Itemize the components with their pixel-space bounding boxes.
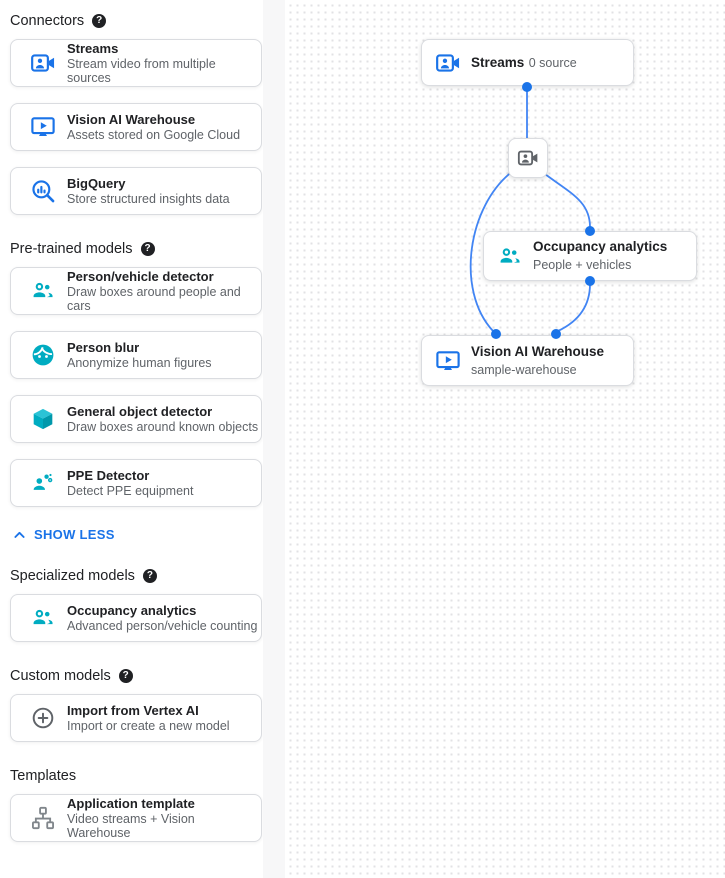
card-title: PPE Detector [67, 468, 150, 483]
card-subtitle: Draw boxes around known objects [67, 420, 259, 434]
people-group-icon [497, 243, 523, 269]
section-header-pretrained: Pre-trained models ? [10, 241, 263, 257]
section-title: Custom models [10, 668, 111, 684]
section-title: Specialized models [10, 568, 135, 584]
palette-card-vertex-import[interactable]: Import from Vertex AI Import or create a… [10, 694, 262, 742]
node-stream-processor[interactable] [508, 138, 548, 178]
palette-card-occupancy[interactable]: Occupancy analytics Advanced person/vehi… [10, 594, 262, 642]
palette-card-person-blur[interactable]: Person blur Anonymize human figures [10, 331, 262, 379]
palette-card-person-vehicle[interactable]: Person/vehicle detector Draw boxes aroun… [10, 267, 262, 315]
card-title: Vision AI Warehouse [67, 112, 196, 127]
palette-card-object-detector[interactable]: General object detector Draw boxes aroun… [10, 395, 262, 443]
palette-card-streams[interactable]: Streams Stream video from multiple sourc… [10, 39, 262, 87]
palette-card-bigquery[interactable]: BigQuery Store structured insights data [10, 167, 262, 215]
graph-canvas[interactable]: Streams 0 source [285, 0, 725, 878]
section-title: Templates [10, 768, 77, 784]
palette-card-app-template[interactable]: Application template Video streams + Vis… [10, 794, 262, 842]
card-title: Application template [67, 796, 195, 811]
node-title: Occupancy analytics [533, 239, 668, 254]
node-subtitle: People + vehicles [533, 258, 632, 272]
card-subtitle: Video streams + Vision Warehouse [67, 812, 195, 840]
face-icon [30, 342, 56, 368]
help-icon[interactable]: ? [92, 14, 107, 28]
palette-card-warehouse[interactable]: Vision AI Warehouse Assets stored on Goo… [10, 103, 262, 151]
bigquery-icon [30, 178, 56, 204]
video-camera-icon [435, 50, 461, 76]
app-tree-icon [30, 805, 56, 831]
ppe-person-icon [30, 470, 56, 496]
port-warehouse-in-1[interactable] [491, 329, 501, 339]
section-header-specialized: Specialized models ? [10, 568, 263, 584]
node-streams[interactable]: Streams 0 source [421, 39, 634, 86]
help-icon[interactable]: ? [140, 242, 155, 256]
card-subtitle: Advanced person/vehicle counting [67, 619, 258, 633]
help-icon[interactable]: ? [118, 669, 133, 683]
palette-card-ppe-detector[interactable]: PPE Detector Detect PPE equipment [10, 459, 262, 507]
card-subtitle: Import or create a new model [67, 719, 230, 733]
section-header-templates: Templates [10, 768, 263, 784]
card-subtitle: Detect PPE equipment [67, 484, 194, 498]
card-title: BigQuery [67, 176, 126, 191]
smart-display-icon [435, 348, 461, 374]
help-icon[interactable]: ? [142, 569, 157, 583]
section-header-connectors: Connectors ? [10, 13, 263, 29]
node-occupancy-analytics[interactable]: Occupancy analytics People + vehicles [483, 231, 697, 281]
card-subtitle: Anonymize human figures [67, 356, 212, 370]
node-vision-ai-warehouse[interactable]: Vision AI Warehouse sample-warehouse [421, 335, 634, 386]
chevron-up-icon [12, 527, 27, 542]
section-title: Connectors [10, 13, 85, 29]
card-title: Person blur [67, 340, 140, 355]
section-title: Pre-trained models [10, 241, 133, 257]
card-subtitle: Draw boxes around people and cars [67, 285, 241, 313]
cube-icon [30, 406, 56, 432]
port-occupancy-out[interactable] [585, 276, 595, 286]
node-subtitle: 0 source [528, 55, 577, 70]
plus-circle-icon [30, 705, 56, 731]
show-less-link[interactable]: SHOW LESS [12, 527, 263, 542]
node-subtitle: sample-warehouse [471, 362, 577, 377]
video-camera-icon [515, 145, 541, 171]
port-warehouse-in-2[interactable] [551, 329, 561, 339]
section-header-custom: Custom models ? [10, 668, 263, 684]
node-title: Streams [471, 54, 525, 70]
video-camera-icon [30, 50, 56, 76]
people-group-icon [30, 605, 56, 631]
port-occupancy-in[interactable] [585, 226, 595, 236]
show-less-label: SHOW LESS [34, 527, 115, 542]
sidebar-canvas-divider [263, 0, 285, 878]
smart-display-icon [30, 114, 56, 140]
graph-edges [469, 87, 591, 332]
people-group-icon [30, 278, 56, 304]
card-title: Import from Vertex AI [67, 703, 199, 718]
node-title: Vision AI Warehouse [471, 343, 605, 359]
card-title: Person/vehicle detector [67, 269, 214, 284]
card-subtitle: Store structured insights data [67, 192, 230, 206]
card-title: Occupancy analytics [67, 603, 197, 618]
card-subtitle: Stream video from multiple sources [67, 57, 216, 85]
port-streams-out[interactable] [522, 82, 532, 92]
card-subtitle: Assets stored on Google Cloud [67, 128, 241, 142]
card-title: General object detector [67, 404, 213, 419]
card-title: Streams [67, 41, 119, 56]
component-palette-sidebar: Connectors ? Streams Stream video from m… [0, 0, 263, 878]
